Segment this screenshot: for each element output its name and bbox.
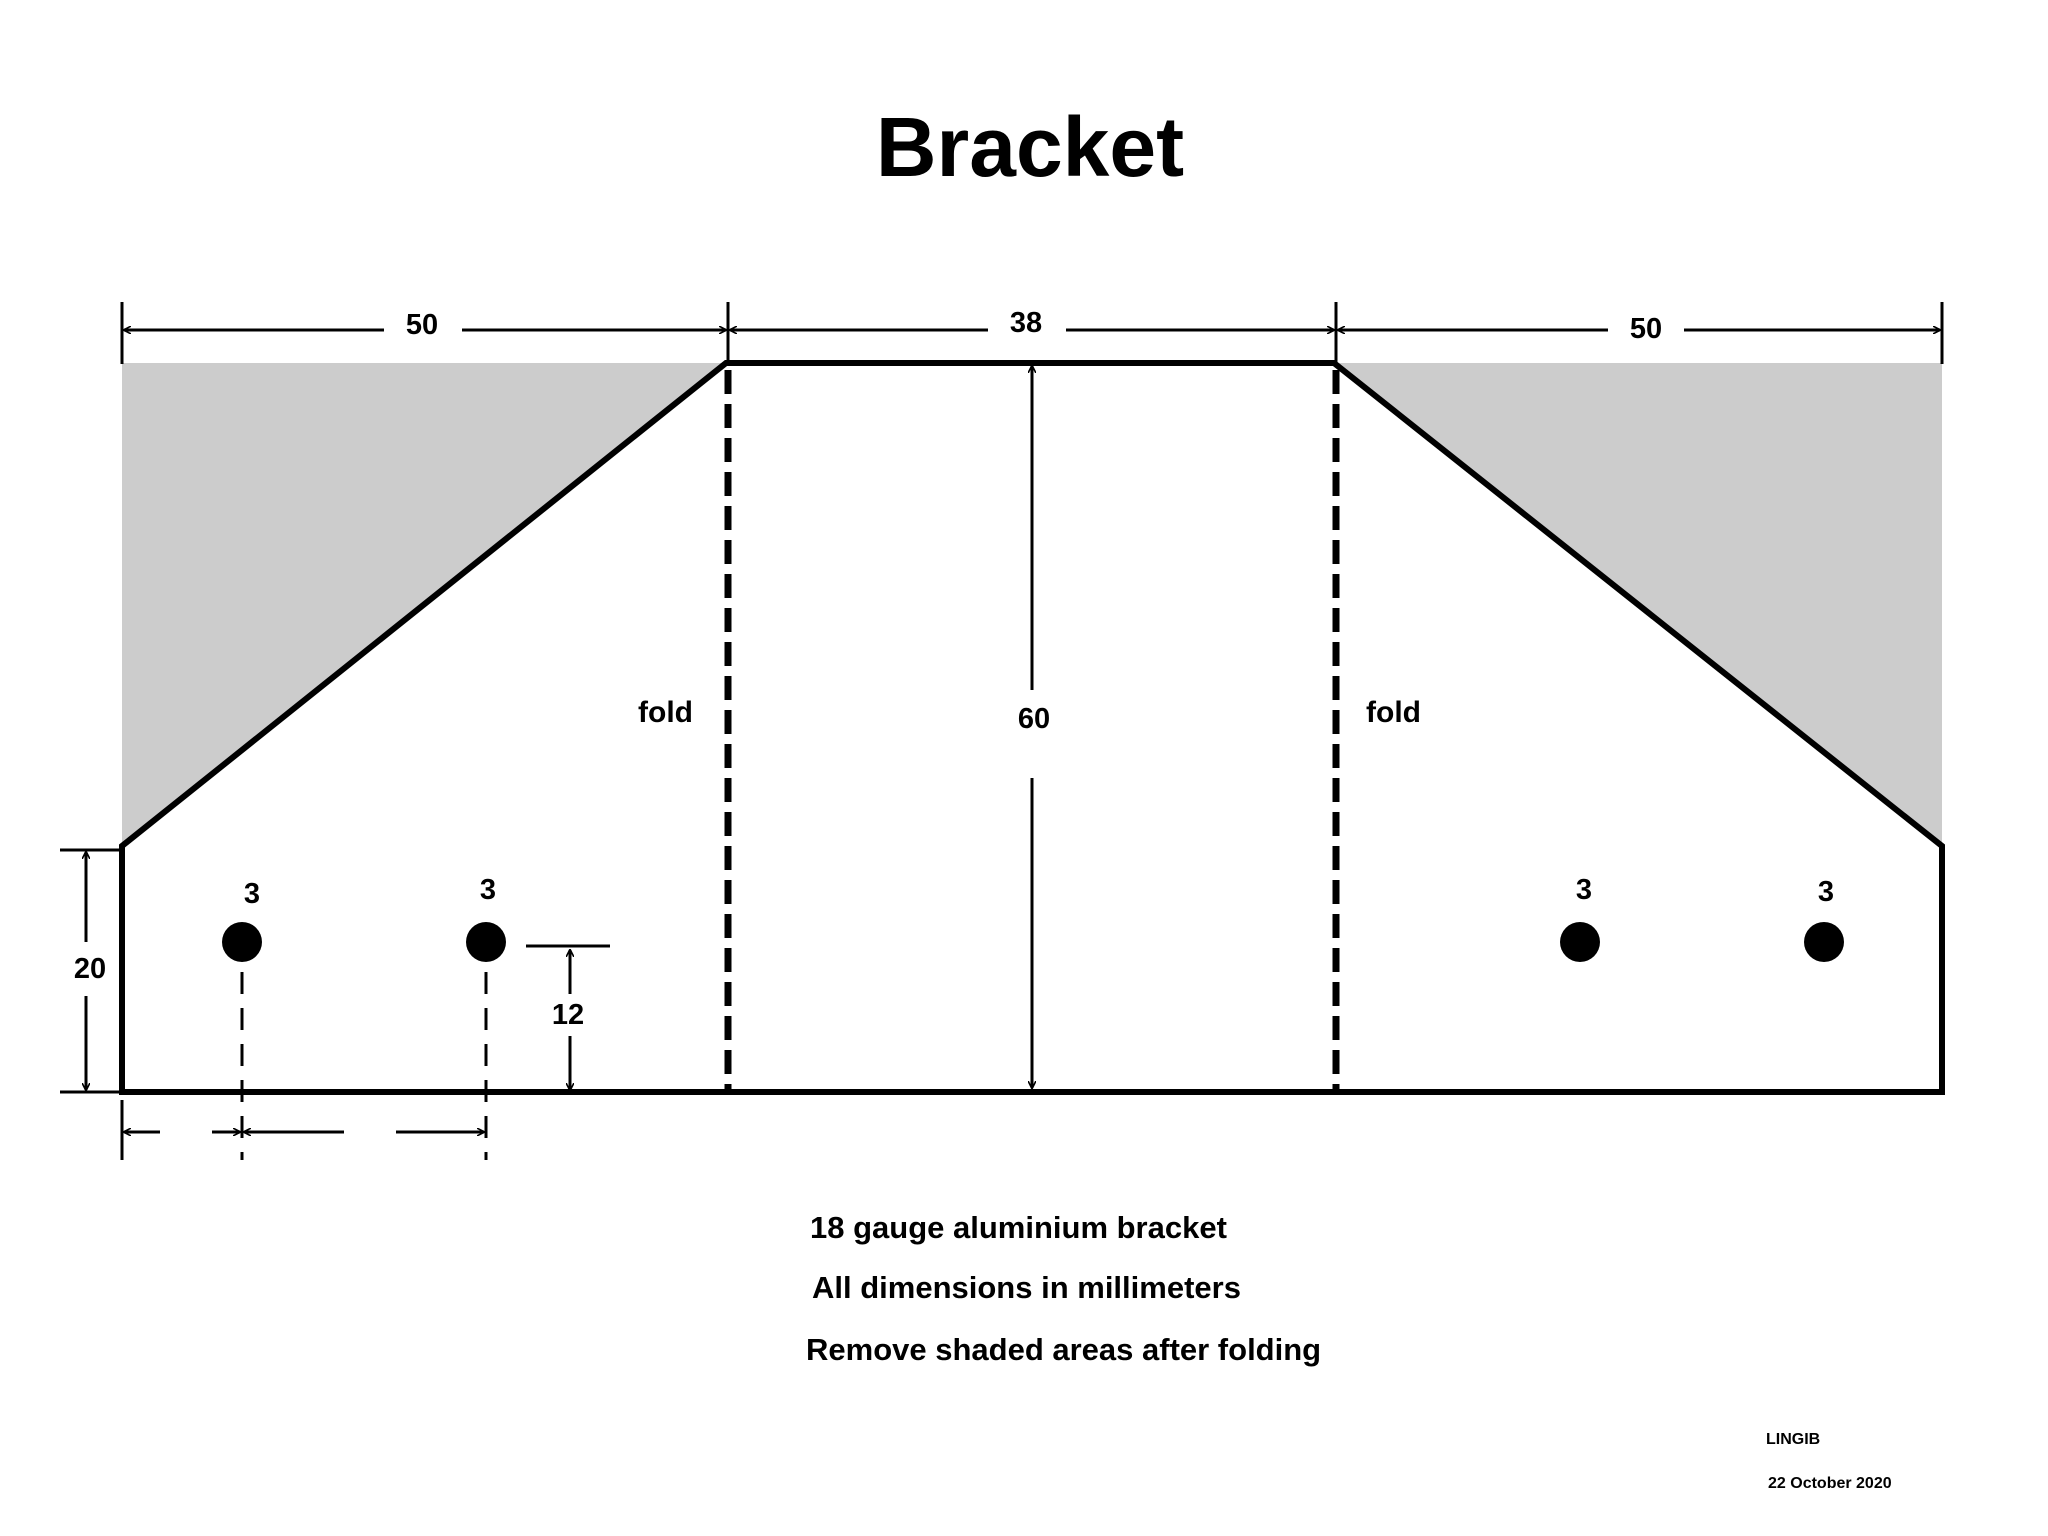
hole-3-size-label: 3	[1576, 874, 1592, 906]
hole-4-size-label: 3	[1818, 876, 1834, 908]
drawing-title: Bracket	[876, 100, 1184, 194]
hole-height-dimension-line	[526, 944, 610, 1090]
top-dimension-lines	[120, 302, 1944, 364]
hole-3	[1560, 922, 1600, 962]
hole-1-size-label: 3	[244, 878, 260, 910]
fold-label-left: fold	[638, 696, 693, 729]
height-label: 60	[1018, 703, 1050, 735]
tab-height-dimension-line	[60, 848, 122, 1094]
hole-4	[1804, 922, 1844, 962]
left-width-label: 50	[406, 309, 438, 341]
date-label: 22 October 2020	[1768, 1475, 1892, 1492]
note-remove-shaded: Remove shaded areas after folding	[806, 1332, 1321, 1367]
fold-label-right: fold	[1366, 696, 1421, 729]
hole-spacing-dimension-lines	[120, 972, 488, 1160]
hole-2-size-label: 3	[480, 874, 496, 906]
note-material: 18 gauge aluminium bracket	[810, 1210, 1227, 1245]
center-width-label: 38	[1010, 307, 1042, 339]
right-width-label: 50	[1630, 313, 1662, 345]
hole-1	[222, 922, 262, 962]
author-label: LINGIB	[1766, 1431, 1820, 1448]
hole-height-label: 12	[552, 999, 584, 1031]
bracket-outline	[119, 360, 1945, 1095]
hole-2	[466, 922, 506, 962]
tab-height-label: 20	[74, 953, 106, 985]
note-units: All dimensions in millimeters	[812, 1270, 1241, 1305]
